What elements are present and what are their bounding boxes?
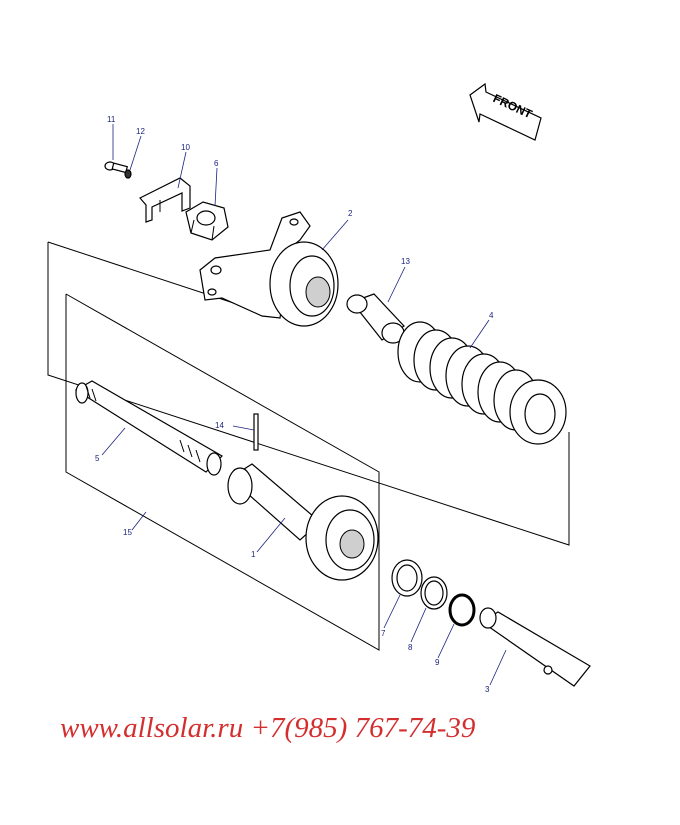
assembly-frame-inner [65,293,380,651]
callout-8: 8 [408,643,413,652]
part-12-washer [124,169,132,179]
part-11-bolt [104,161,129,174]
part-7-ring [391,559,423,597]
part-13-spacer [346,293,405,344]
part-2-support [199,211,339,327]
callout-12: 12 [136,127,145,136]
leader-lines [101,124,507,686]
callout-15: 15 [123,528,132,537]
callout-1: 1 [251,550,256,559]
callout-13: 13 [401,257,410,266]
front-arrow: FRONT [469,82,542,141]
part-8-ring [420,576,448,610]
callout-4: 4 [489,311,494,320]
part-14-pin [253,413,259,451]
callout-10: 10 [181,143,190,152]
part-1-yoke [227,463,379,581]
part-6-hex-nut [185,201,229,241]
part-10-bracket [139,177,191,223]
watermark-contact: www.allsolar.ru +7(985) 767-74-39 [60,712,476,744]
callout-2: 2 [348,209,353,218]
part-3-shaft [479,607,591,687]
callout-6: 6 [214,159,219,168]
callout-14: 14 [215,421,224,430]
part-5-rod [74,380,223,476]
callout-11: 11 [107,115,116,124]
callout-labels: 11 12 10 6 2 13 4 14 5 15 1 7 8 9 3 [95,115,494,694]
part-4-spring [397,321,567,445]
part-9-seal [448,593,476,627]
callout-9: 9 [435,658,440,667]
callout-5: 5 [95,454,100,463]
callout-7: 7 [381,629,386,638]
callout-3: 3 [485,685,490,694]
